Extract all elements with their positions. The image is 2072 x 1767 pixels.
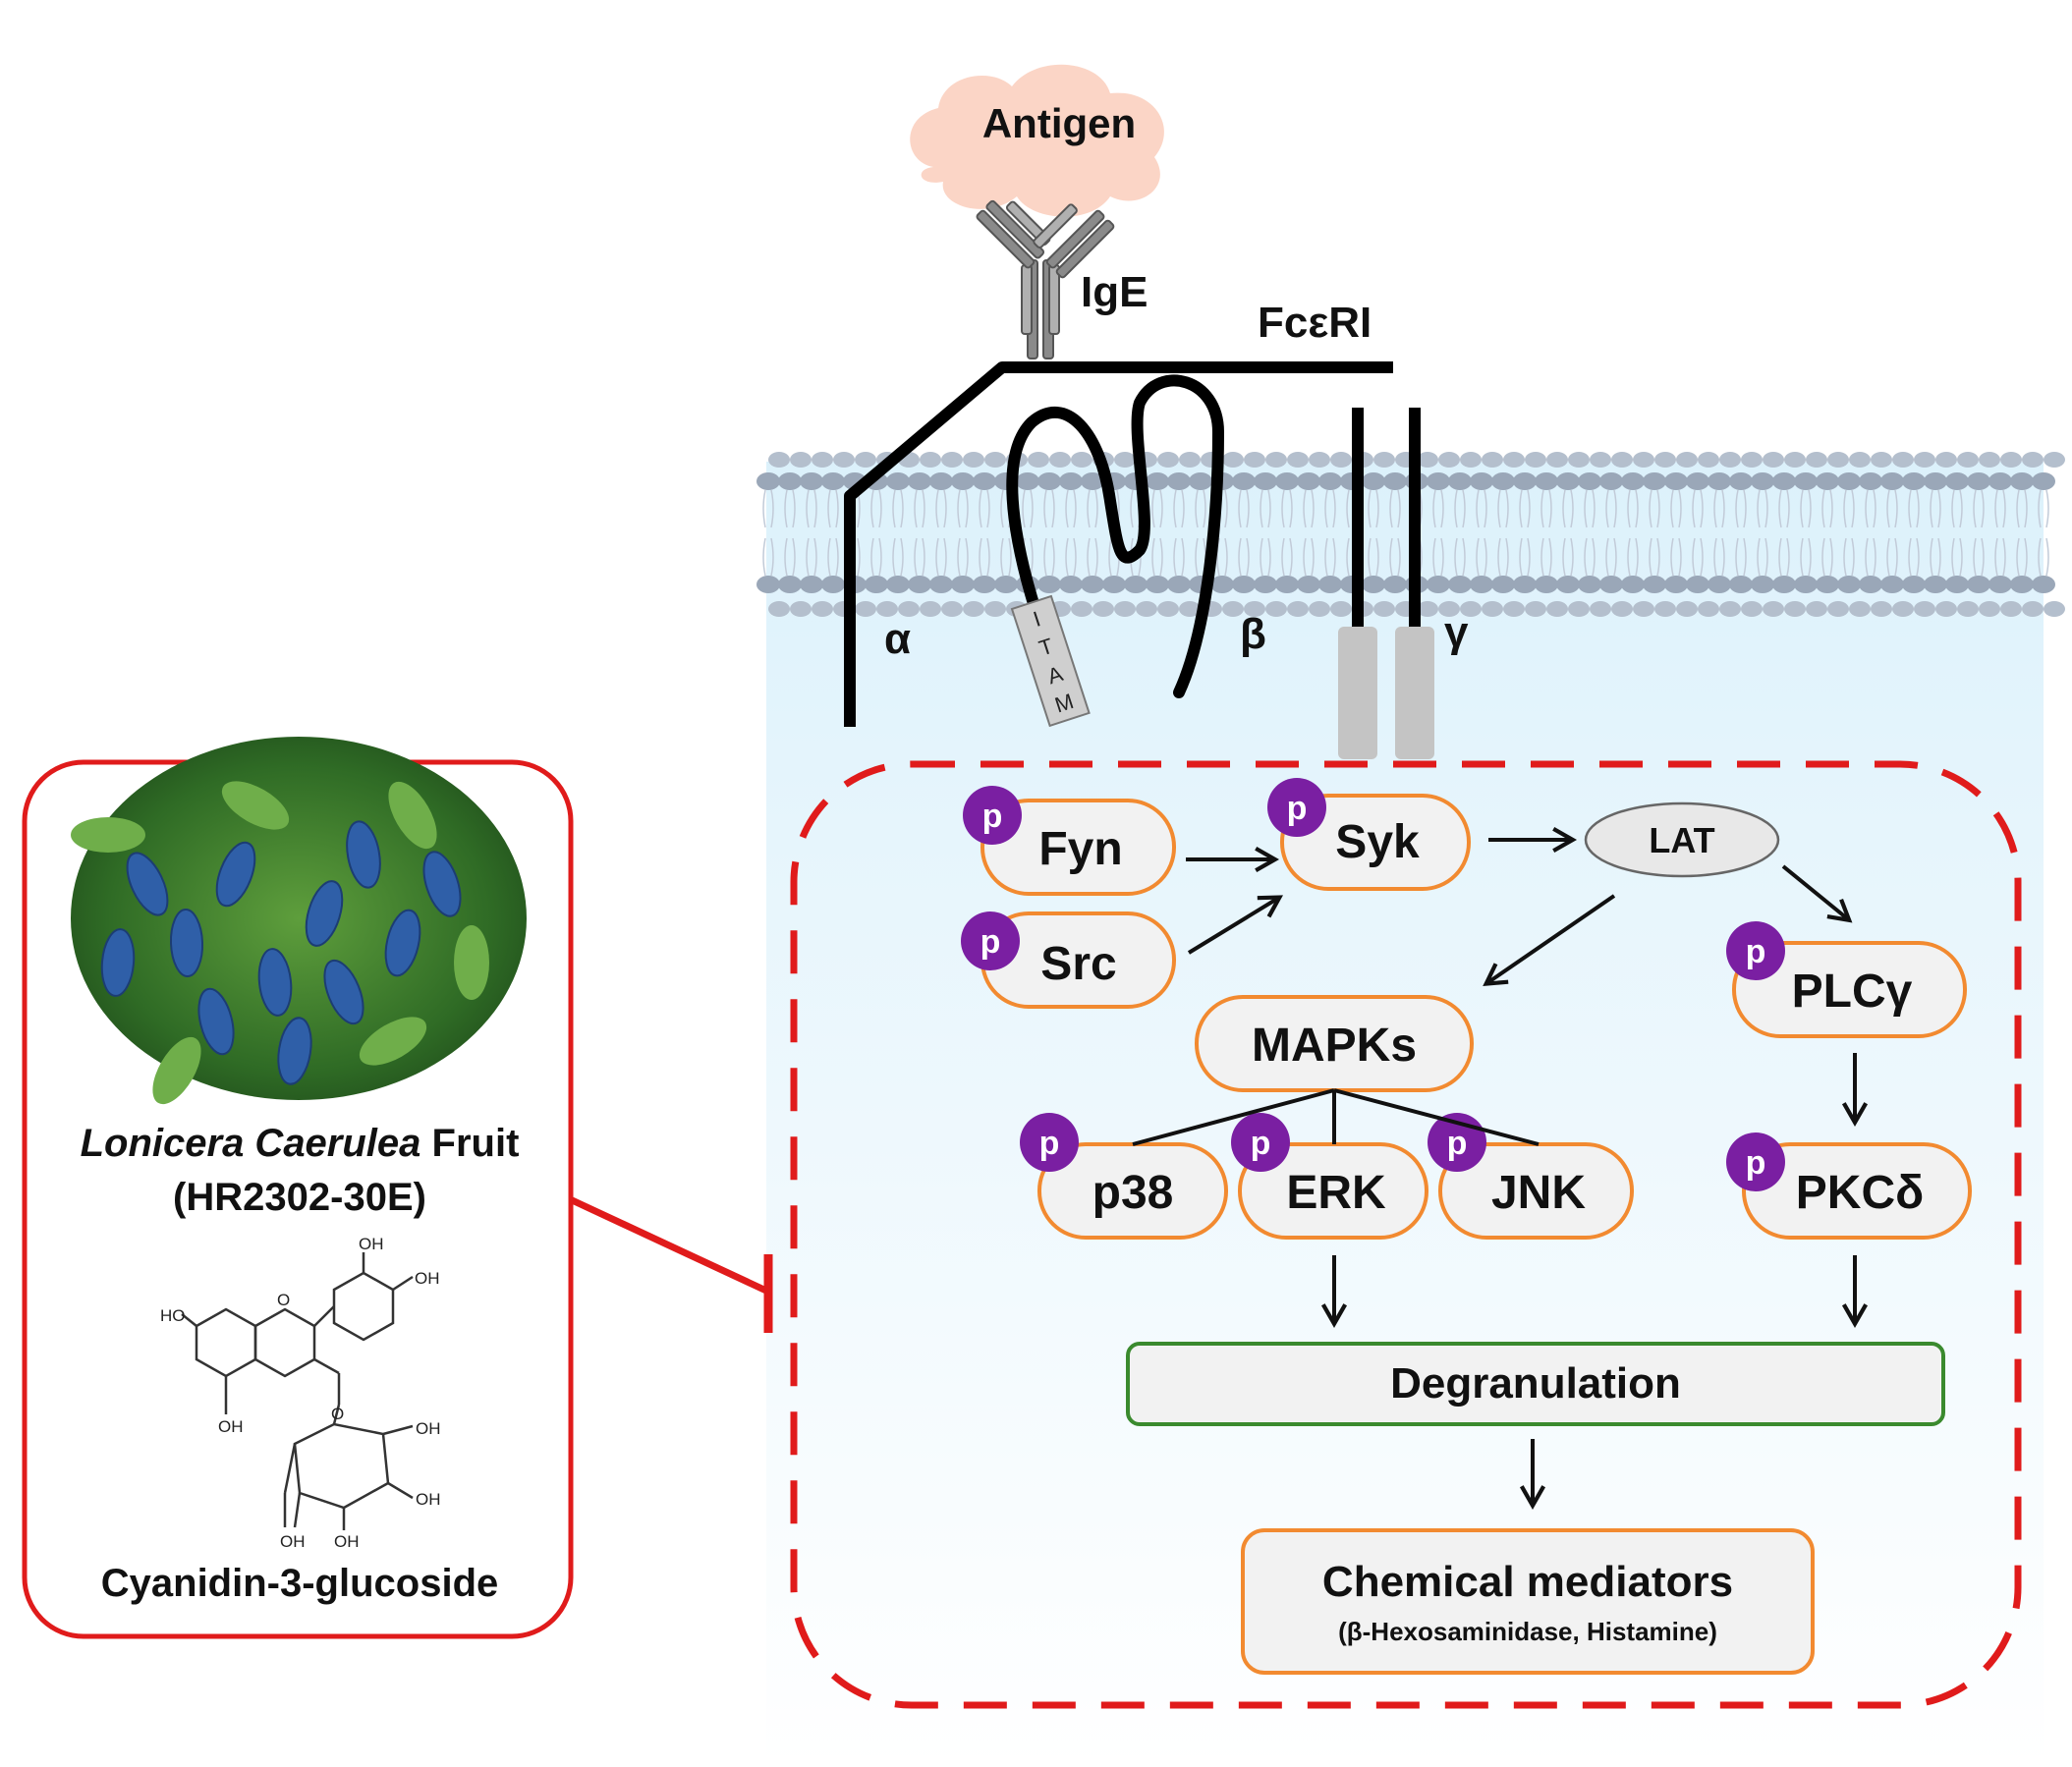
ige-antibody <box>976 199 1115 359</box>
arrow-src-syk <box>1187 895 1284 955</box>
gamma-label: γ <box>1444 608 1469 656</box>
inhibition-line <box>566 1194 770 1296</box>
svg-text:O: O <box>331 1405 344 1423</box>
node-mediators: Chemical mediators (β-Hexosaminidase, Hi… <box>1241 1528 1815 1675</box>
fruit-code: (HR2302-30E) <box>173 1176 426 1219</box>
fruit-name: Lonicera Caerulea Fruit <box>81 1122 520 1165</box>
arrow-lat-plcg <box>1781 864 1853 923</box>
gamma-chains <box>1338 408 1434 759</box>
beta-chain <box>1006 374 1225 698</box>
phospho-badge <box>1231 1113 1290 1172</box>
svg-text:OH: OH <box>334 1532 360 1551</box>
svg-text:(β-Hexosaminidase, Histamine): (β-Hexosaminidase, Histamine) <box>1338 1617 1717 1646</box>
svg-text:p: p <box>1287 790 1308 827</box>
beta-label: β <box>1240 610 1266 658</box>
phospho-badge <box>1726 1132 1785 1191</box>
arrow-lat-mapks <box>1483 894 1616 986</box>
svg-text:OH: OH <box>416 1419 441 1438</box>
svg-text:p: p <box>1039 1125 1060 1162</box>
svg-text:OH: OH <box>218 1417 244 1436</box>
svg-text:OH: OH <box>280 1532 306 1551</box>
svg-text:Src: Src <box>1040 938 1116 990</box>
phospho-badge <box>963 786 1022 845</box>
svg-text:LAT: LAT <box>1649 820 1714 860</box>
svg-text:p: p <box>982 798 1003 835</box>
fceri-label: FcεRI <box>1258 299 1372 347</box>
phospho-badge <box>1020 1113 1079 1172</box>
svg-text:p38: p38 <box>1092 1167 1174 1219</box>
node-syk: Syk p <box>1267 778 1471 891</box>
node-erk: ERK p <box>1231 1113 1428 1240</box>
svg-text:OH: OH <box>416 1490 441 1509</box>
compound-name: Cyanidin-3-glucoside <box>101 1562 499 1605</box>
svg-text:Fyn: Fyn <box>1038 823 1122 875</box>
svg-text:ERK: ERK <box>1286 1167 1386 1219</box>
svg-text:Syk: Syk <box>1335 816 1420 868</box>
node-p38: p38 p <box>1020 1113 1228 1240</box>
chem-labels: OH OH HO O OH O OH OH OH OH <box>160 1235 441 1551</box>
svg-text:OH: OH <box>359 1235 384 1253</box>
svg-text:p: p <box>1447 1125 1468 1162</box>
itam-box: I T A M <box>1010 594 1091 728</box>
cell-membrane <box>756 452 2065 617</box>
phospho-badge <box>961 911 1020 970</box>
node-pkcd: PKCδ p <box>1726 1132 1972 1240</box>
branch-p38 <box>1132 1088 1335 1146</box>
node-plcg: PLCγ p <box>1726 921 1967 1038</box>
antigen-label: Antigen <box>982 100 1136 146</box>
node-lat: LAT <box>1584 801 1780 878</box>
node-src: Src p <box>961 911 1176 1009</box>
branch-jnk <box>1333 1088 1540 1146</box>
node-fyn: Fyn p <box>963 786 1176 896</box>
svg-text:p: p <box>1746 933 1766 970</box>
svg-text:p: p <box>1251 1125 1271 1162</box>
phospho-badge <box>1726 921 1785 980</box>
antigen-cloud: Antigen <box>910 64 1164 217</box>
pathway-arrows <box>1132 826 1869 1511</box>
svg-text:O: O <box>277 1291 290 1309</box>
svg-text:PLCγ: PLCγ <box>1792 966 1913 1018</box>
svg-text:Degranulation: Degranulation <box>1390 1359 1681 1408</box>
node-degranulation: Degranulation <box>1126 1342 1945 1426</box>
svg-text:Chemical mediators: Chemical mediators <box>1322 1558 1733 1606</box>
node-jnk: JNK p <box>1428 1113 1634 1240</box>
cyanidin-structure <box>181 1252 414 1530</box>
node-mapks: MAPKs <box>1195 995 1474 1092</box>
phospho-badge <box>1267 778 1326 837</box>
berry-photo <box>71 737 527 1105</box>
svg-text:JNK: JNK <box>1491 1167 1586 1219</box>
svg-text:p: p <box>980 923 1001 961</box>
svg-text:HO: HO <box>160 1306 186 1325</box>
alpha-label: α <box>884 615 911 663</box>
ige-label: IgE <box>1081 268 1148 316</box>
svg-text:OH: OH <box>415 1269 440 1288</box>
svg-text:PKCδ: PKCδ <box>1796 1167 1924 1219</box>
svg-text:p: p <box>1746 1144 1766 1182</box>
signaling-region <box>790 760 2022 1709</box>
svg-text:MAPKs: MAPKs <box>1252 1020 1417 1072</box>
alpha-chain <box>844 361 1393 727</box>
